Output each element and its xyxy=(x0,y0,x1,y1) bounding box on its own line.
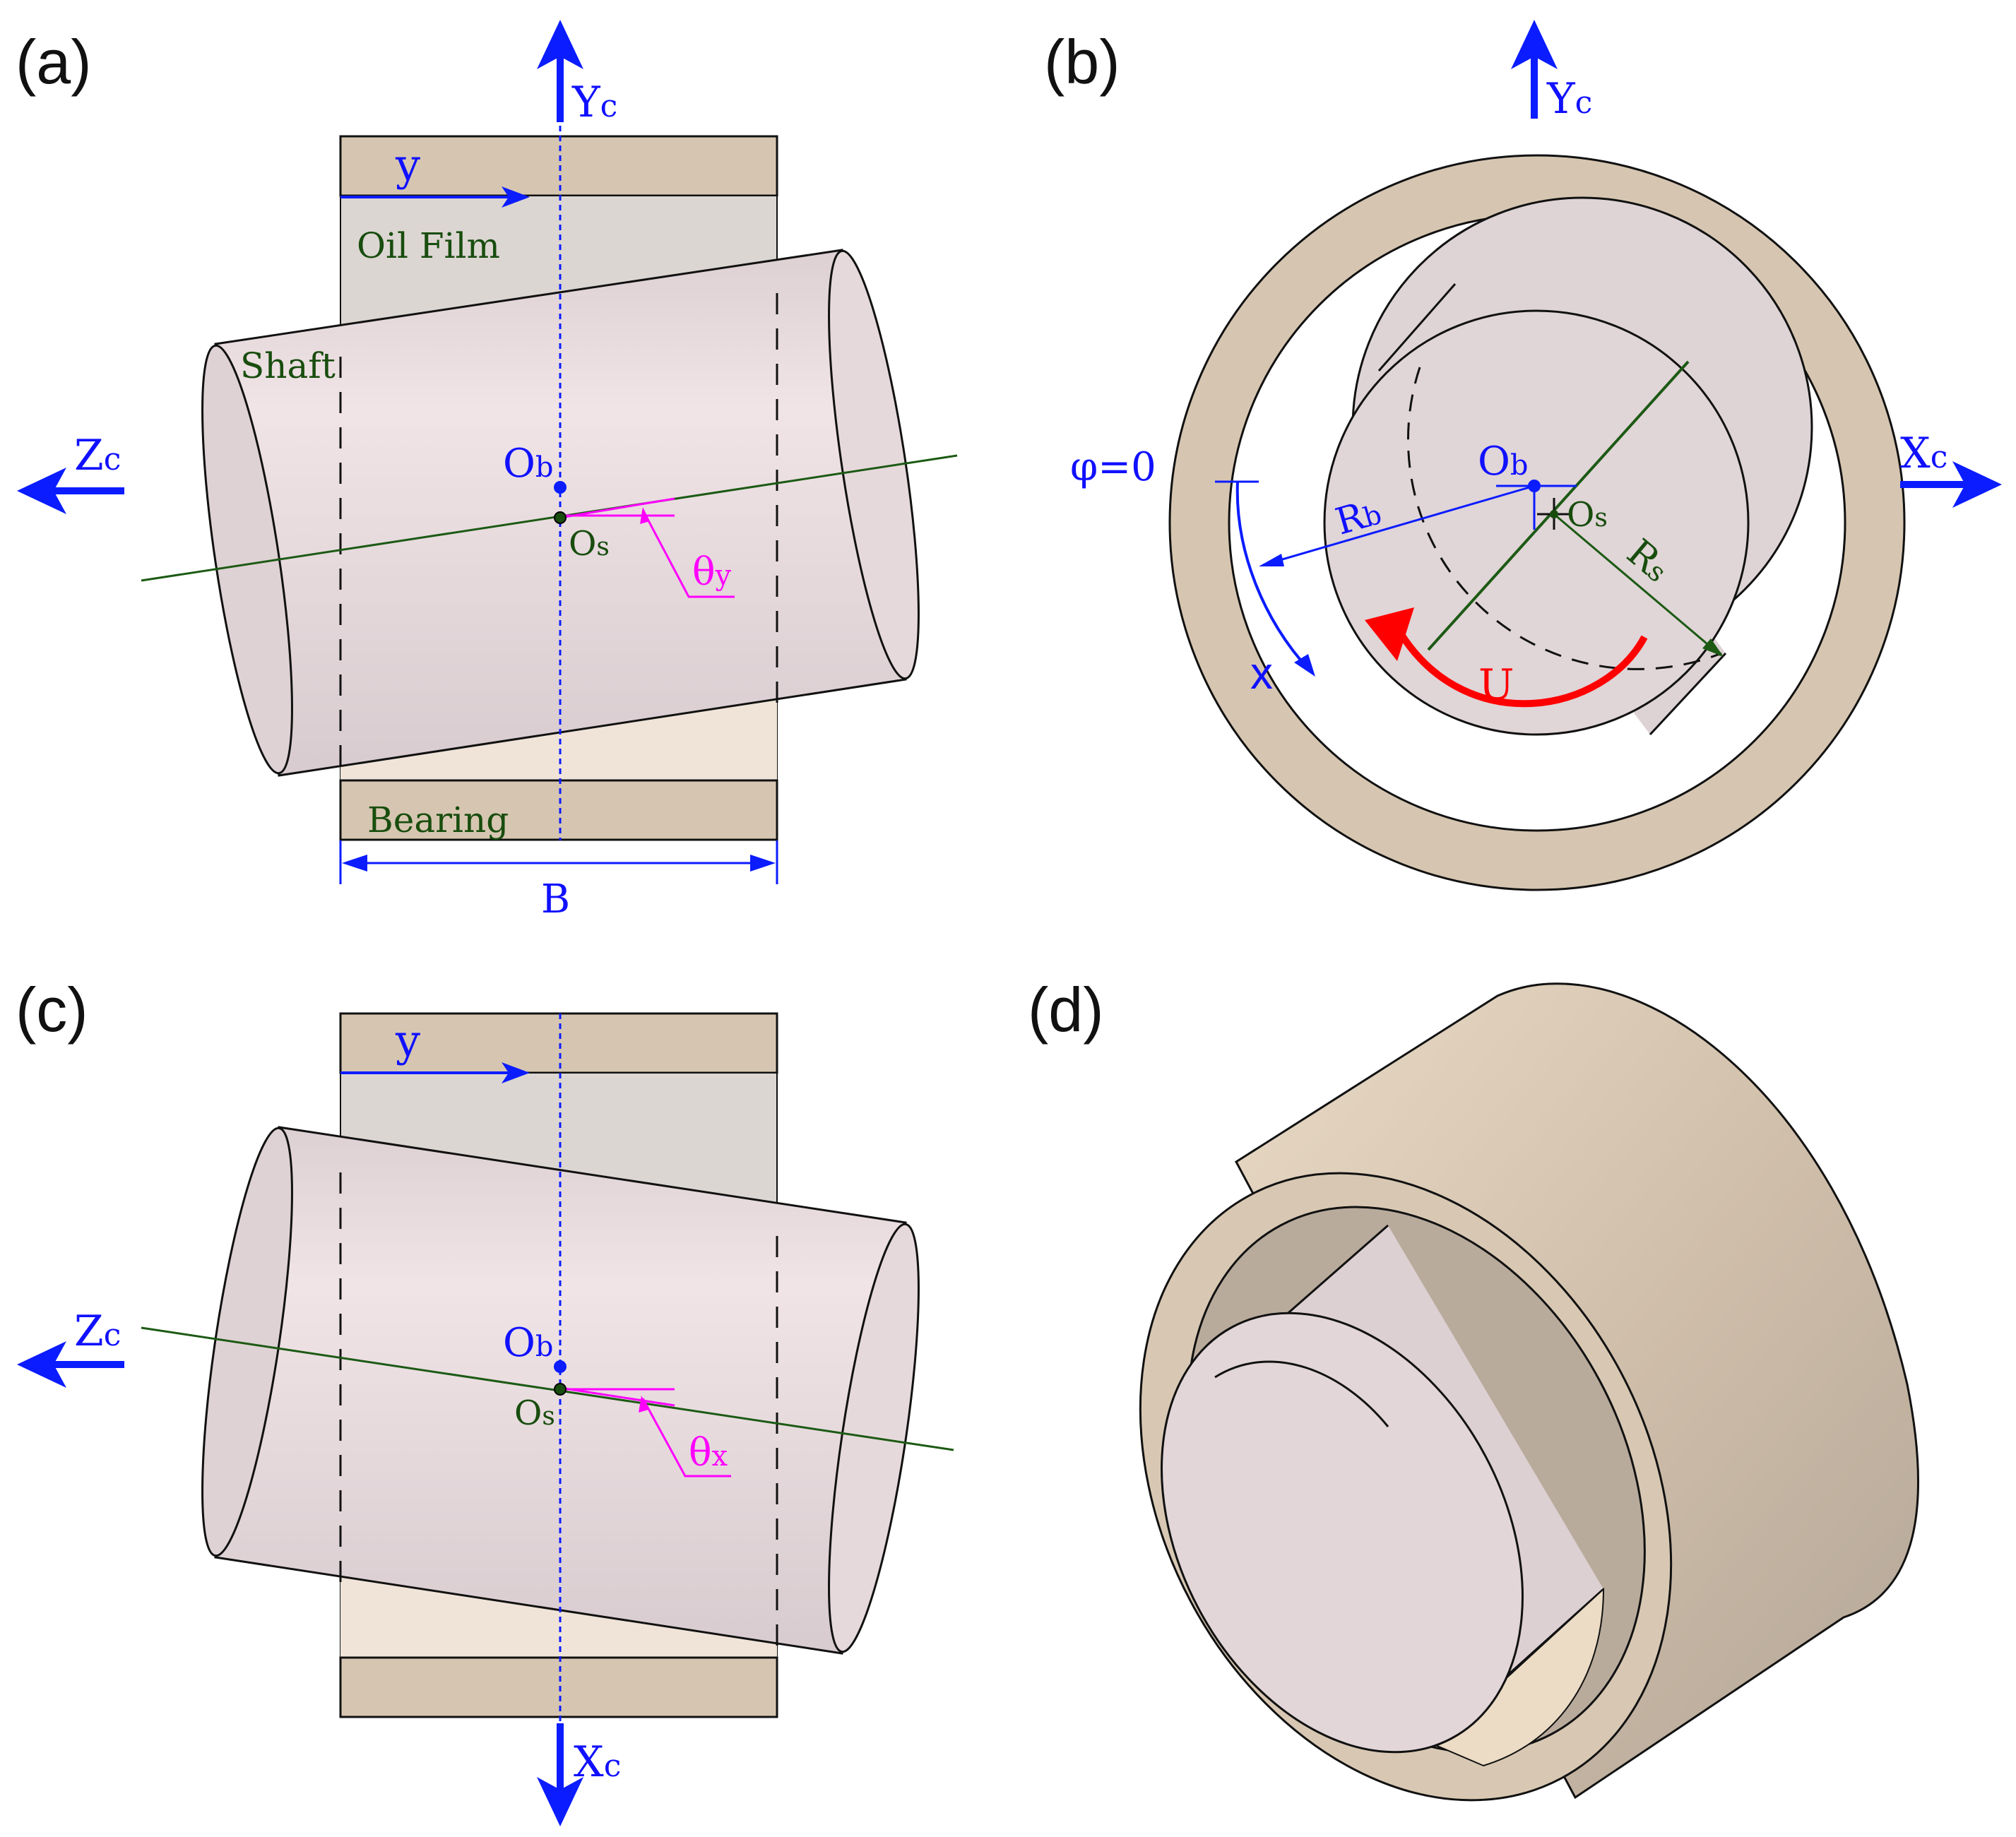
film-y-label-c: y xyxy=(395,1015,420,1066)
point-os xyxy=(554,511,567,524)
os-label-b: Os xyxy=(1567,495,1608,535)
shaft-label: Shaft xyxy=(240,345,336,386)
os-label: Os xyxy=(569,524,610,564)
zc-axis-arrowhead xyxy=(17,468,66,514)
panel-d-label: (d) xyxy=(1028,975,1104,1045)
panel-d: (d) xyxy=(1028,975,1919,1802)
os-label-c: Os xyxy=(514,1393,555,1433)
ob-label-c: Ob xyxy=(503,1320,554,1366)
shaft-front-end-d xyxy=(1161,1312,1524,1754)
theta-leader-line-c xyxy=(641,1398,731,1478)
rotation-u-label: U xyxy=(1478,660,1514,710)
oil-film-label: Oil Film xyxy=(357,225,500,266)
panel-a-label: (a) xyxy=(16,27,92,97)
bearing-bottom-strip-c xyxy=(339,1656,778,1718)
panel-c: (c) y Zc Xc Ob Os θx xyxy=(16,975,954,1826)
rb-arrowhead xyxy=(1259,554,1284,566)
rb-radius-line xyxy=(1262,484,1535,566)
rs-radius-line xyxy=(1553,513,1721,657)
bearing-bottom-strip xyxy=(339,779,778,841)
x-arc-arrowhead xyxy=(1294,654,1315,677)
theta-x-label: θx xyxy=(689,1430,728,1475)
width-b-label: B xyxy=(541,876,570,922)
bearing-top-strip-c xyxy=(339,1012,778,1074)
point-ob xyxy=(554,481,567,494)
shaft-left-end xyxy=(201,344,293,775)
theta-tilt-line xyxy=(559,497,675,519)
shaft-hidden-edge-dashed xyxy=(1406,367,1722,670)
xc-axis-arrowhead-c xyxy=(537,1777,583,1826)
ob-label-b: Ob xyxy=(1478,439,1529,484)
panel-b: (b) xyxy=(1044,20,2002,891)
panel-b-label: (b) xyxy=(1044,27,1120,97)
yc-axis-arrowhead-b xyxy=(1511,20,1558,69)
yc-axis-arrowhead xyxy=(537,20,583,69)
zc-axis-label-c: Zc xyxy=(74,1307,121,1356)
shaft-rim-edge-d xyxy=(1214,1360,1389,1427)
circumferential-x-arc xyxy=(1235,481,1310,671)
xc-axis-label-b: Xc xyxy=(1900,429,1947,478)
panel-a: (a) xyxy=(16,20,958,922)
shaft-centerline-c xyxy=(141,1326,954,1451)
rotation-arc xyxy=(1399,634,1648,708)
shaft-tangent-lines xyxy=(1377,283,1727,736)
point-os-c xyxy=(554,1383,567,1396)
shaft-centerline xyxy=(141,454,958,582)
rs-arrowhead xyxy=(1702,638,1724,657)
point-ob-b xyxy=(1528,480,1541,492)
yc-axis-label-b: Yc xyxy=(1546,74,1592,124)
phi-zero-label: φ=0 xyxy=(1070,444,1156,490)
zc-axis-label: Zc xyxy=(74,431,121,480)
x-coordinate-label: x xyxy=(1250,648,1273,698)
theta-y-label: θy xyxy=(692,549,732,594)
width-dim-right-arrowhead xyxy=(750,855,776,872)
width-dim-left-arrowhead xyxy=(342,855,367,872)
zc-axis-arrowhead-c xyxy=(17,1341,66,1388)
bearing-top-strip xyxy=(339,135,778,197)
shaft-centerline-b xyxy=(1427,360,1690,651)
film-y-arrowhead xyxy=(502,186,530,208)
film-y-label: y xyxy=(395,139,420,191)
rotation-arrowhead xyxy=(1365,607,1414,661)
point-ob-c xyxy=(554,1360,567,1373)
shaft-near-end xyxy=(1323,309,1750,736)
theta-leader-arrowhead-c xyxy=(639,1396,648,1413)
xc-axis-arrowhead-b xyxy=(1952,461,2002,508)
panel-c-label: (c) xyxy=(16,975,88,1045)
bearing-label: Bearing xyxy=(367,799,509,840)
xc-axis-label-c: Xc xyxy=(574,1737,621,1787)
shaft-right-end xyxy=(828,249,920,680)
theta-leader-arrowhead xyxy=(640,507,650,524)
shaft-left-end-c xyxy=(201,1126,293,1557)
theta-tilt-line-c xyxy=(559,1386,675,1407)
film-y-arrowhead-c xyxy=(502,1062,530,1083)
theta-leader-line xyxy=(641,509,735,598)
point-os-b xyxy=(1550,510,1558,518)
yc-axis-label: Yc xyxy=(571,78,617,127)
ob-label: Ob xyxy=(503,441,554,487)
